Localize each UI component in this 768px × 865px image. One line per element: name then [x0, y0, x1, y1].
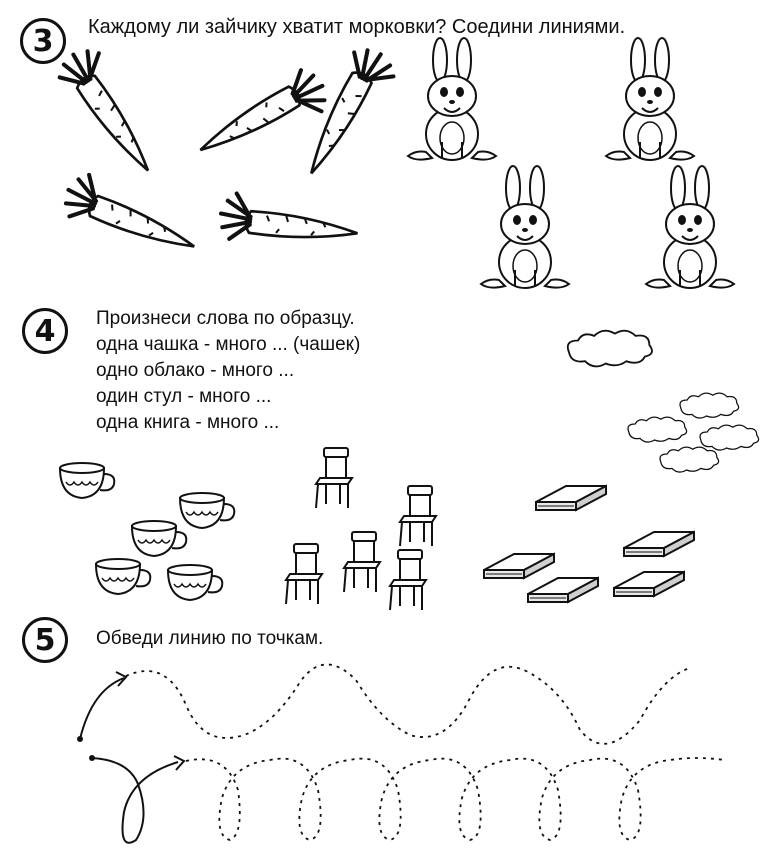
- carrot-icon: [295, 43, 400, 186]
- rabbit-icon: [480, 165, 570, 289]
- book-icon: [613, 571, 685, 597]
- book-icon: [535, 485, 607, 511]
- loop-sample-line: [91, 757, 179, 844]
- task-4-line-2: одна чашка - много ... (чашек): [96, 334, 361, 355]
- task-3-number-badge: 3: [20, 18, 66, 64]
- rabbit-icon: [407, 37, 497, 161]
- cloud-icon: [627, 416, 688, 443]
- task-4-line-3: одно облако - много ...: [96, 360, 295, 381]
- book-icon: [483, 553, 555, 579]
- carrot-icon: [59, 170, 204, 264]
- task-4-number-badge: 4: [22, 308, 68, 354]
- cup-icon: [59, 462, 116, 499]
- arrow-icon: [173, 755, 186, 771]
- cup-icon: [131, 520, 188, 557]
- carrot-icon: [191, 65, 333, 174]
- chair-icon: [389, 549, 427, 611]
- rabbit-icon: [645, 165, 735, 289]
- task-4-line-1: Произнеси слова по образцу.: [96, 308, 355, 329]
- cup-icon: [179, 492, 236, 529]
- rabbit-icon: [605, 37, 695, 161]
- cloud-icon: [679, 392, 740, 419]
- book-icon: [527, 577, 599, 603]
- wave-dotted-line[interactable]: [125, 663, 691, 745]
- task-5-number-badge: 5: [22, 617, 68, 663]
- chair-icon: [399, 485, 437, 547]
- chair-icon: [285, 543, 323, 605]
- chair-icon: [343, 531, 381, 593]
- task-4-line-4: один стул - много ...: [96, 386, 272, 407]
- loop-dotted-line[interactable]: [185, 757, 725, 841]
- task-4-line-5: одна книга - много ...: [96, 412, 280, 433]
- cloud-icon: [699, 424, 760, 451]
- task-4-instruction: Произнеси слова по образцу. одна чашка -…: [96, 306, 360, 436]
- cloud-icon: [659, 446, 720, 473]
- cloud-icon: [566, 329, 653, 368]
- cup-icon: [95, 558, 152, 595]
- wave-sample-line: [79, 677, 125, 740]
- task-3-instruction: Каждому ли зайчику хватит морковки? Соед…: [88, 16, 626, 38]
- carrot-icon: [218, 192, 360, 252]
- arrow-icon: [115, 671, 128, 687]
- book-icon: [623, 531, 695, 557]
- task-5-instruction: Обведи линию по точкам.: [96, 628, 324, 649]
- carrot-icon: [53, 42, 170, 181]
- chair-icon: [315, 447, 353, 509]
- cup-icon: [167, 564, 224, 601]
